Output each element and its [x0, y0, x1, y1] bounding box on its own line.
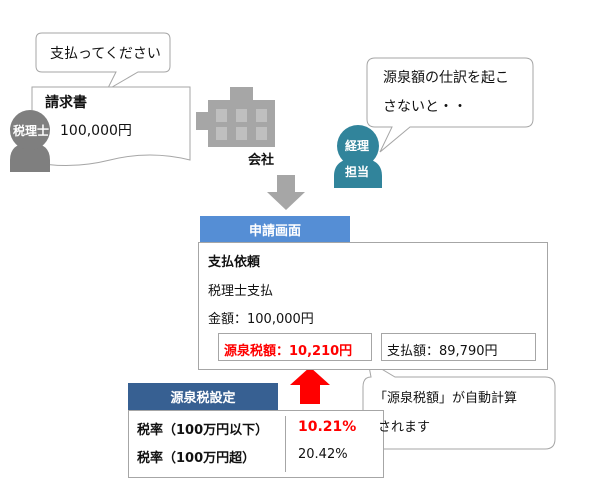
withholding-amount-field: 源泉税額：10,210円 [218, 333, 372, 361]
accounting-person-icon [334, 125, 382, 188]
invoice-document [31, 86, 191, 167]
speech-bubble-accounting [366, 57, 534, 153]
amount-text: 金額：100,000円 [208, 312, 314, 327]
payee-text: 税理士支払 [208, 284, 274, 299]
arrow-up-red-icon [290, 367, 330, 404]
rate-value-2: 20.42% [298, 447, 348, 462]
table-divider [285, 416, 286, 472]
speech-bubble-auto [362, 360, 556, 450]
tax-accountant-person-icon [10, 110, 50, 172]
request-title: 支払依頼 [208, 255, 261, 270]
bubble-auto-line-1: 「源泉税額」が自動計算 [374, 391, 518, 406]
rate-label-1: 税率（100万円以下） [137, 423, 269, 438]
rate-value-1: 10.21% [298, 419, 357, 435]
rate-label-2: 税率（100万円超） [137, 451, 256, 466]
bubble-accounting-line-2: さないと・・ [383, 99, 467, 115]
payment-amount-field: 支払額：89,790円 [381, 333, 536, 361]
withholding-settings-table [128, 410, 384, 478]
company-building-icon [208, 87, 275, 147]
arrow-down-icon [267, 175, 305, 210]
bubble-auto-line-2: されます [378, 420, 431, 435]
accounting-label-1: 経理 [345, 139, 370, 153]
application-screen-header: 申請画面 [200, 216, 350, 242]
company-label: 会社 [248, 153, 275, 168]
tax-accountant-label: 税理士 [13, 124, 50, 138]
invoice-amount: 100,000円 [60, 123, 132, 139]
withholding-settings-header: 源泉税設定 [128, 383, 278, 410]
bubble-request-text: 支払ってください [50, 46, 161, 62]
accounting-label-2: 担当 [345, 165, 370, 179]
invoice-title: 請求書 [45, 95, 87, 111]
speech-bubble-request [35, 32, 171, 92]
bubble-accounting-line-1: 源泉額の仕訳を起こ [383, 70, 509, 86]
